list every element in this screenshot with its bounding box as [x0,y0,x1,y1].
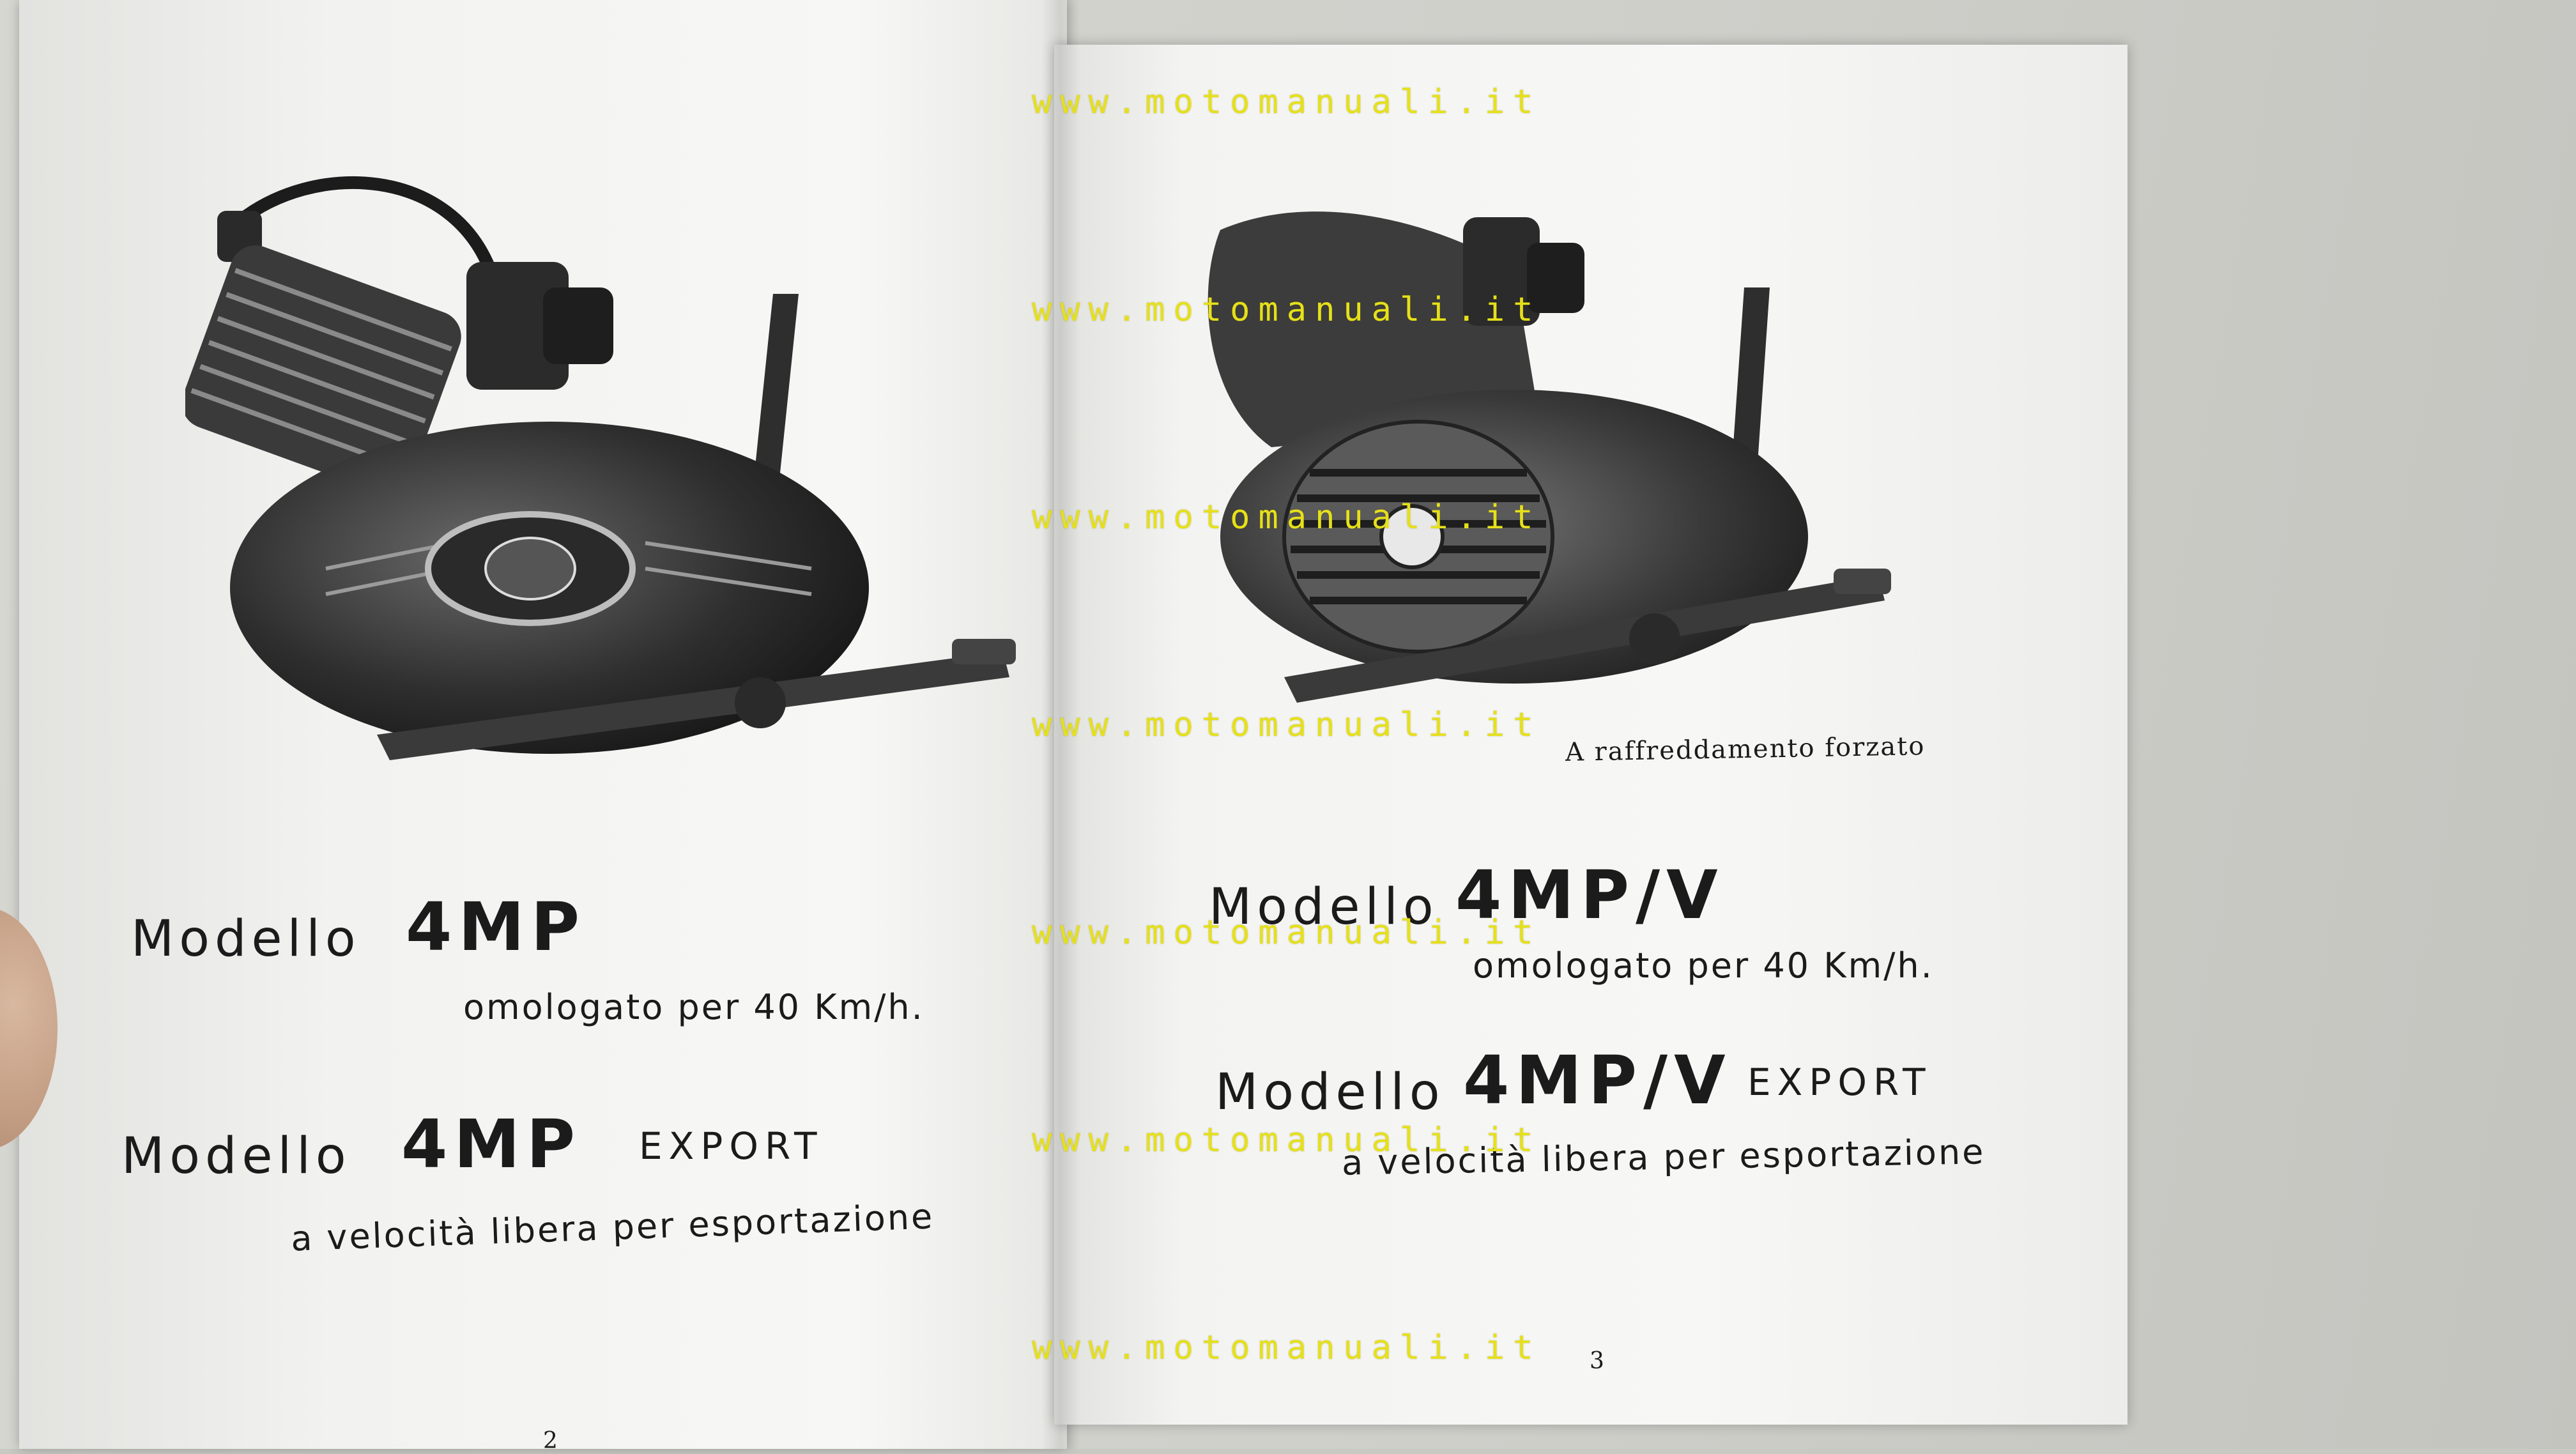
engine-4mpv-fan-cooled-photo [1208,211,1891,703]
watermark-7: www.motomanuali.it [1032,1329,1542,1367]
right-model1-desc: omologato per 40 Km/h. [1473,945,1934,986]
left-model2-word: Modello [121,1128,351,1185]
right-model1-word: Modello [1209,878,1439,936]
right-model1-code: 4MP/V [1455,856,1724,934]
watermark-3: www.motomanuali.it [1032,498,1542,537]
watermark-6: www.motomanuali.it [1032,1121,1542,1159]
right-model2-export: EXPORT [1747,1060,1932,1104]
right-caption: A raffreddamento forzato [1565,731,1926,767]
left-model2-code: 4MP [401,1105,582,1183]
left-model1-code: 4MP [406,888,586,966]
left-model1-word: Modello [131,910,361,968]
watermark-1: www.motomanuali.it [1032,83,1542,121]
book-gutter [1041,0,1080,1449]
right-model2-word: Modello [1215,1064,1445,1121]
left-model1-desc: omologato per 40 Km/h. [463,987,924,1027]
engine-4mp-photo [185,176,1016,760]
watermark-5: www.motomanuali.it [1032,914,1542,952]
left-model2-export: EXPORT [639,1124,824,1168]
watermark-4: www.motomanuali.it [1032,706,1542,744]
left-page-number: 2 [543,1428,558,1454]
right-model2-code: 4MP/V [1463,1041,1732,1119]
watermark-2: www.motomanuali.it [1032,291,1542,329]
right-page-number: 3 [1590,1348,1604,1374]
